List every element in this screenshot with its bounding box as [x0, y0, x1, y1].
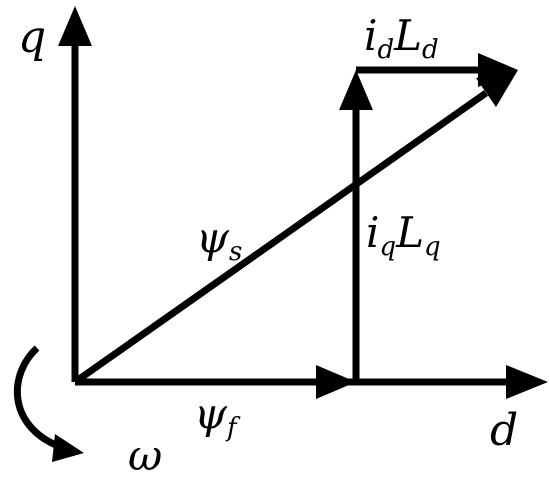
psi-s-label: ψs — [196, 213, 242, 267]
psi-f-subscript: f — [225, 413, 241, 443]
iq-lq-l: L — [395, 208, 424, 257]
psi-f-symbol: ψ — [194, 389, 228, 438]
d-axis — [75, 365, 548, 399]
d-axis-label: d — [490, 405, 518, 456]
d-axis-arrowhead — [506, 365, 548, 399]
psi-s-arrowhead — [476, 70, 518, 107]
q-axis-label: q — [18, 12, 46, 63]
id-ld-l-subscript: d — [422, 35, 439, 65]
iq-lq-label: iqLq — [366, 208, 441, 262]
rotation-arrowhead — [52, 434, 84, 462]
id-ld-i: i — [364, 11, 377, 60]
psi-s-subscript: s — [229, 237, 242, 267]
omega-label: ω — [128, 431, 162, 480]
q-axis-arrowhead — [58, 6, 92, 46]
id-ld-i-subscript: d — [377, 35, 394, 65]
iq-lq-vector — [339, 70, 373, 382]
q-axis — [58, 6, 92, 382]
psi-s-symbol: ψ — [196, 213, 230, 262]
psi-f-label: ψf — [194, 389, 241, 443]
iq-lq-i: i — [366, 208, 379, 257]
psi-f-arrowhead — [316, 365, 356, 399]
psi-s-vector — [72, 70, 518, 385]
iq-lq-arrowhead — [339, 70, 373, 110]
id-ld-l: L — [393, 11, 422, 60]
rotation-arrow — [13, 345, 84, 462]
iq-lq-l-subscript: q — [424, 232, 441, 262]
id-ld-label: idLd — [364, 11, 439, 65]
iq-lq-i-subscript: q — [379, 232, 396, 262]
